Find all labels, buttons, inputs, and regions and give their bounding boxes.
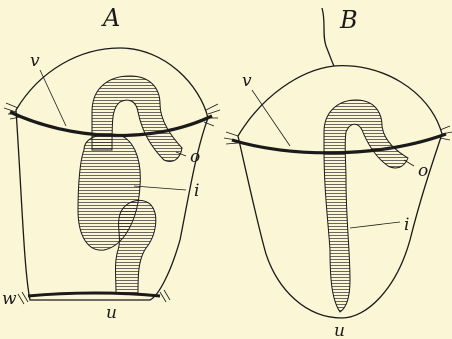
panel-title-a: A bbox=[101, 4, 120, 32]
label-o-a: o bbox=[190, 147, 200, 167]
panel-b: B v o i u bbox=[224, 6, 452, 339]
label-v-b: v bbox=[242, 71, 252, 91]
leader-i-b bbox=[350, 222, 400, 228]
intestine-a bbox=[116, 200, 156, 294]
label-i-b: i bbox=[404, 215, 409, 235]
label-i-a: i bbox=[194, 181, 199, 201]
cilia-right-a bbox=[204, 104, 220, 126]
panel-a: A v o i w u bbox=[2, 4, 220, 323]
leader-i-a bbox=[134, 186, 186, 190]
label-u-b: u bbox=[334, 321, 345, 339]
leader-v-a bbox=[40, 70, 66, 126]
label-o-b: o bbox=[418, 161, 428, 181]
label-v-a: v bbox=[30, 51, 40, 71]
gut-b bbox=[324, 100, 408, 312]
leader-v-b bbox=[252, 90, 290, 146]
label-w-a: w bbox=[2, 289, 17, 309]
panel-title-b: B bbox=[339, 6, 358, 34]
label-u-a: u bbox=[106, 303, 117, 323]
bottom-band-a bbox=[28, 293, 160, 296]
apical-tuft-b bbox=[322, 8, 334, 66]
